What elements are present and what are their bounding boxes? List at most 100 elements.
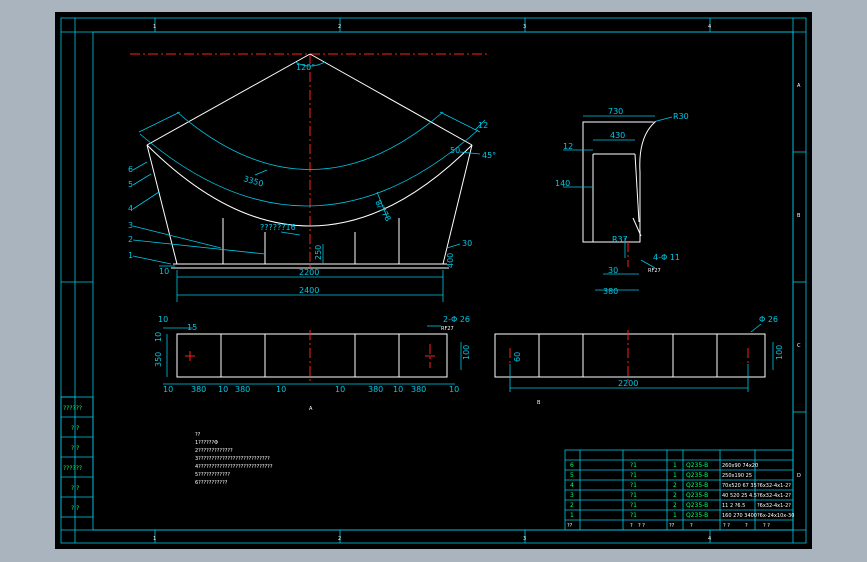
leader-r30 — [652, 116, 673, 123]
plan-bottom-dim-10: 10 — [449, 385, 459, 394]
plan-side-dim-2: 350 — [154, 352, 163, 367]
bottom-right-view — [494, 323, 774, 392]
cad-drawing: 1 2 3 4 1 2 3 4 A B C D ?????? ? ? ? ? ?… — [60, 17, 807, 544]
row-1-spec: 260x90 74x20 — [722, 463, 758, 469]
note-title: ?? — [195, 432, 201, 438]
side-outline — [494, 333, 766, 378]
dim-extension-left — [138, 111, 181, 133]
zone-right-a: A — [797, 83, 801, 89]
right-radial-edge — [309, 53, 473, 146]
plan-bottom-dim-5: 10 — [276, 385, 286, 394]
angle-arc — [294, 61, 326, 67]
leader-radius — [254, 169, 268, 176]
plan-bottom-dim-6: 10 — [335, 385, 345, 394]
row-2-qty: 1 — [673, 472, 677, 479]
header-qty: ?? — [669, 523, 675, 529]
zone-bottom-3: 3 — [523, 536, 526, 542]
section-top-width: 730 — [608, 107, 623, 116]
note-5: 5???????????? — [195, 472, 230, 478]
zone-top-3: 3 — [523, 24, 526, 30]
note-1: 1??????Φ — [195, 440, 218, 446]
row-5-no: 2 — [570, 502, 574, 509]
header-name: ? — [630, 523, 633, 529]
plan-side-dim-1: 10 — [154, 332, 163, 342]
parts-table: 6 ?1 1 Q235-B 260x90 74x20 5 ?1 1 Q235-B… — [567, 462, 794, 529]
zone-bottom-1: 1 — [153, 536, 156, 542]
row-1-name: ?1 — [630, 462, 637, 469]
callout-5: 5 — [128, 180, 133, 189]
middle-note: ??????16 — [260, 223, 296, 232]
row-3-extra: ?6x32-4x1-2? — [757, 483, 791, 489]
row-6-no: 1 — [570, 512, 574, 519]
row-6-material: Q235-B — [686, 512, 708, 519]
section-detail — [632, 217, 642, 237]
note-2: 2????????????? — [195, 448, 233, 454]
section-base-width: 380 — [603, 287, 618, 296]
right-bottom-dim: 30 — [462, 239, 472, 248]
section-hole-sub: RF27 — [648, 268, 661, 274]
inner-arc — [146, 144, 473, 227]
stamp-1: ?????? — [63, 405, 82, 412]
row-4-extra: ?6x32-4x1-2? — [757, 493, 791, 499]
row-3-material: Q235-B — [686, 482, 708, 489]
note-6: 6??????????? — [195, 480, 228, 486]
row-4-material: Q235-B — [686, 492, 708, 499]
row-4-no: 3 — [570, 492, 574, 499]
radius-label: 3350 — [242, 174, 264, 188]
part-callout-leaders — [132, 161, 266, 265]
left-bottom-dim: 10 — [159, 267, 169, 276]
plan-right-dim: 100 — [462, 345, 471, 360]
stamp-3: ? ? — [71, 445, 79, 452]
side-hole-leader — [750, 323, 762, 333]
outer-frame — [60, 17, 807, 544]
leader-middle-note — [280, 231, 301, 236]
radius-guide-arc — [139, 129, 479, 207]
height-right: 400 — [446, 253, 455, 268]
row-2-name: ?1 — [630, 472, 637, 479]
row-1-qty: 1 — [673, 462, 677, 469]
inner-width: 2200 — [299, 268, 319, 277]
zone-right-c: C — [797, 343, 801, 349]
zone-top-1: 1 — [153, 24, 156, 30]
section-corner: R37 — [612, 235, 628, 244]
drawing-canvas: 1 2 3 4 1 2 3 4 A B C D ?????? ? ? ? ? ?… — [55, 12, 812, 549]
row-1-material: Q235-B — [686, 462, 708, 469]
right-angle: 45° — [482, 151, 496, 160]
leader-hole — [640, 259, 656, 269]
plan-hole-sub: RF27 — [441, 326, 454, 332]
plan-bottom-dim-1: 10 — [163, 385, 173, 394]
radius-guide-arc-inner — [176, 111, 444, 170]
row-2-spec: 250x190 25 — [722, 473, 752, 479]
row-3-no: 4 — [570, 482, 574, 489]
left-stamp-block — [60, 281, 94, 518]
stamp-2: ? ? — [71, 425, 79, 432]
side-right-dim: 100 — [775, 345, 784, 360]
overall-width: 2400 — [299, 286, 319, 295]
row-2-material: Q235-B — [686, 472, 708, 479]
plan-bottom-dim-8: 10 — [393, 385, 403, 394]
angle-top: 120° — [296, 63, 315, 72]
section-inner-right — [634, 153, 640, 223]
technical-notes: ?? 1??????Φ 2????????????? 3????????????… — [195, 432, 273, 486]
zone-right-d: D — [797, 473, 801, 479]
header-code: ? ? — [638, 523, 645, 529]
leader-45 — [459, 151, 481, 155]
plan-bottom-dim-7: 380 — [368, 385, 383, 394]
leader-12 — [474, 119, 486, 131]
callout-1: 1 — [128, 251, 133, 260]
section-view — [563, 115, 673, 291]
row-5-qty: 2 — [673, 502, 677, 509]
row-2-no: 5 — [570, 472, 574, 479]
row-4-name: ?1 — [630, 492, 637, 499]
bottom-left-view — [163, 325, 462, 385]
zone-top-4: 4 — [708, 24, 711, 30]
main-view — [130, 53, 490, 302]
thickness-callout: 8/778 — [373, 199, 392, 223]
zone-top-2: 2 — [338, 24, 341, 30]
dim-extension-right — [439, 111, 481, 133]
right-side-dim: 50 — [450, 146, 460, 155]
zone-bottom-4: 4 — [708, 536, 711, 542]
header-no: ?? — [567, 523, 573, 529]
parts-table-grid — [564, 449, 794, 531]
plan-outline — [176, 333, 448, 378]
